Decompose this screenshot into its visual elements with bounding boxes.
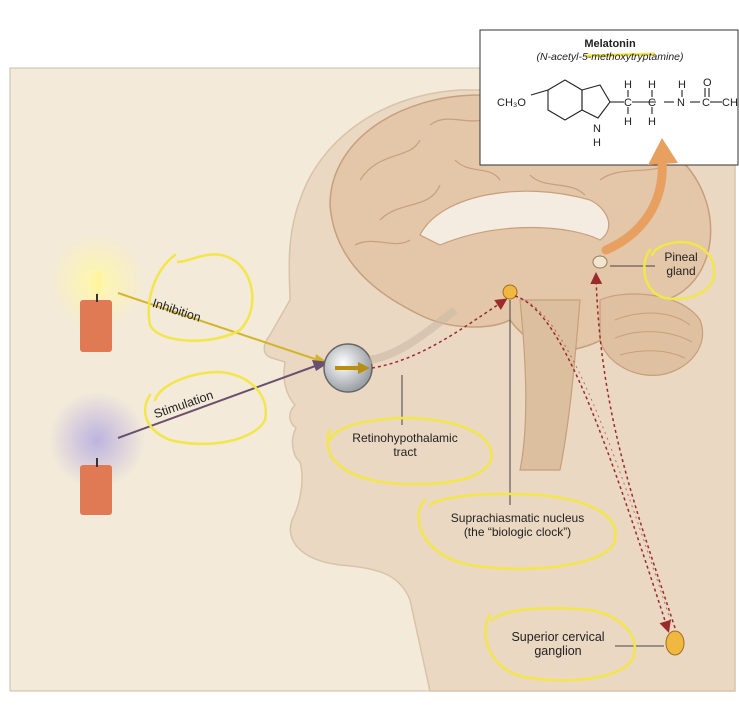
cerebellum-folia xyxy=(614,312,693,359)
pineal-gland xyxy=(592,255,608,269)
pineal-label: Pineal gland xyxy=(664,250,698,278)
ring-hydrogen: H xyxy=(593,137,601,149)
pineal-to-molecule-arrow xyxy=(601,155,667,255)
molecule-name: Melatonin xyxy=(584,38,636,50)
highlight-loops xyxy=(143,240,716,682)
atom-c1: C xyxy=(624,97,632,109)
atom-h3: H xyxy=(678,79,686,91)
ring-nitrogen: N xyxy=(593,123,601,135)
corpus-callosum xyxy=(419,190,610,246)
molecule-subtitle: (N-acetyl-5-methoxytryptamine) xyxy=(536,50,684,63)
scg-node xyxy=(665,630,685,656)
top-candle-flame-icon xyxy=(92,270,102,294)
purple-glow xyxy=(49,392,145,488)
scn-label: Suprachiasmatic nucleus (the “biologic c… xyxy=(450,511,585,539)
atom-o: O xyxy=(703,77,712,89)
atom-ch: CH xyxy=(722,97,738,109)
brainstem xyxy=(519,299,581,471)
bottom-candle xyxy=(80,465,112,515)
optic-nerve xyxy=(369,306,458,364)
molecule-title-block: Melatonin (N-acetyl-5-methoxytryptamine) xyxy=(488,38,732,63)
atom-c2: C xyxy=(648,97,656,109)
scn-to-scg-pathway xyxy=(514,295,671,633)
inhibition-line xyxy=(117,292,319,361)
atom-h5: H xyxy=(648,116,656,128)
scg-label: Superior cervical ganglion xyxy=(511,630,605,659)
indole-ring xyxy=(530,79,722,121)
scg-to-pineal-pathway xyxy=(590,272,676,629)
melatonin-highlight xyxy=(584,52,656,58)
atom-h2: H xyxy=(648,79,656,91)
atom-h4: H xyxy=(624,116,632,128)
molecule-box xyxy=(479,29,739,166)
atom-c3: C xyxy=(702,97,710,109)
retinohypothalamic-tract xyxy=(371,298,508,369)
pineal-to-molecule-arrowhead xyxy=(648,138,678,165)
atom-n: N xyxy=(677,97,685,109)
top-candle xyxy=(80,300,112,352)
retino-label: Retinohypothalamic tract xyxy=(352,431,458,459)
atom-h1: H xyxy=(624,79,632,91)
scn-node xyxy=(502,284,518,300)
methoxy-group: CH₃O xyxy=(497,97,526,109)
